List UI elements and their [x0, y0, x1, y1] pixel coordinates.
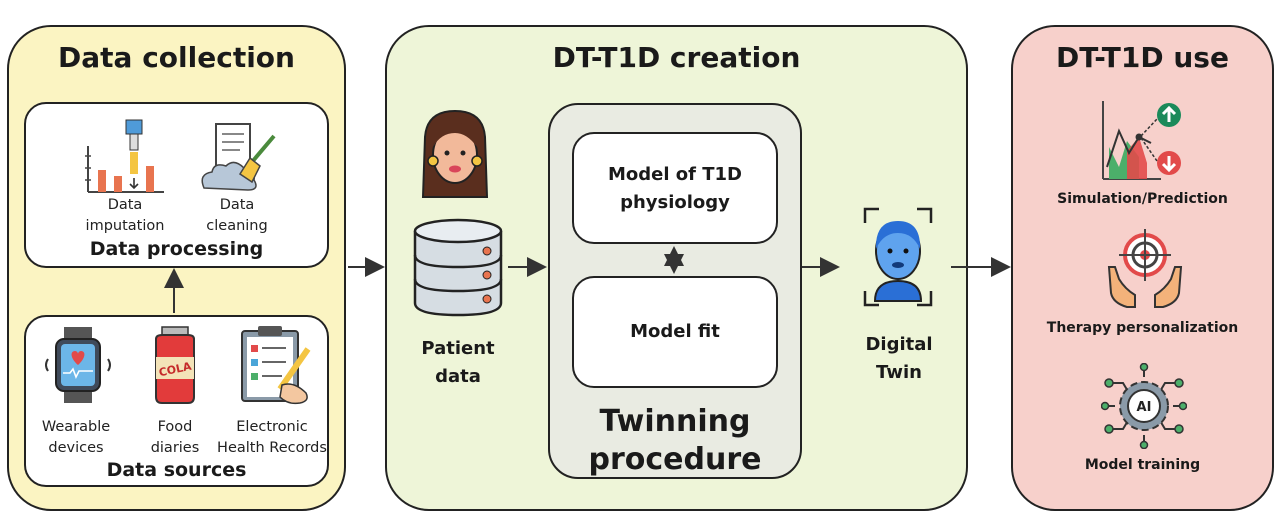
cola-can-icon: COLA	[150, 325, 200, 411]
target-hands-icon	[1105, 227, 1185, 315]
data-cleaning-label: Data cleaning	[206, 197, 268, 234]
data-collection-panel: Data collection Data imputation	[7, 25, 346, 511]
data-processing-title: Data processing	[89, 238, 264, 260]
food-diaries-label: Food diaries	[150, 419, 200, 456]
clipboard-checklist-icon	[236, 323, 318, 411]
model-fit-box: Model fit	[572, 276, 778, 388]
dt-t1d-use-title: DT-T1D use	[1056, 41, 1229, 74]
digital-twin-icon	[861, 205, 935, 313]
ai-gear-icon: AI	[1100, 362, 1188, 453]
model-physiology-box: Model of T1D physiology	[572, 132, 778, 244]
data-sources-box: Wearable devices COLA Food diaries	[24, 315, 329, 487]
data-processing-box: Data imputation Data cleaning Data proce…	[24, 102, 329, 268]
therapy-personalization-label: Therapy personalization	[1046, 320, 1239, 336]
bar-chart-imputation-icon	[84, 116, 166, 200]
model-training-label: Model training	[1084, 457, 1201, 473]
dt-t1d-use-panel: DT-T1D use Simulation/Prediction	[1011, 25, 1274, 511]
data-sources-title: Data sources	[106, 459, 247, 481]
model-fit-label: Model fit	[630, 321, 720, 342]
electronic-health-records-label: Electronic Health Records	[217, 419, 327, 456]
model-physiology-label: Model of T1D physiology	[607, 164, 742, 213]
data-collection-title: Data collection	[58, 41, 295, 74]
twinning-procedure-title: Twinning procedure	[588, 404, 762, 477]
document-broom-icon	[194, 118, 280, 202]
patient-data-label: Patient data	[421, 338, 495, 387]
twinning-procedure-box: Model of T1D physiology Model fit Twinni…	[548, 103, 802, 479]
svg-text:AI: AI	[1137, 400, 1152, 415]
dt-t1d-creation-title: DT-T1D creation	[552, 41, 801, 74]
simulation-prediction-label: Simulation/Prediction	[1057, 191, 1228, 207]
smartwatch-icon	[40, 325, 116, 409]
digital-twin-label: Digital Twin	[865, 334, 933, 383]
patient-avatar-icon	[417, 107, 493, 207]
data-imputation-label: Data imputation	[85, 197, 165, 234]
chart-up-down-icon	[1097, 97, 1193, 187]
wearable-devices-label: Wearable devices	[41, 419, 111, 456]
database-icon	[411, 217, 505, 321]
